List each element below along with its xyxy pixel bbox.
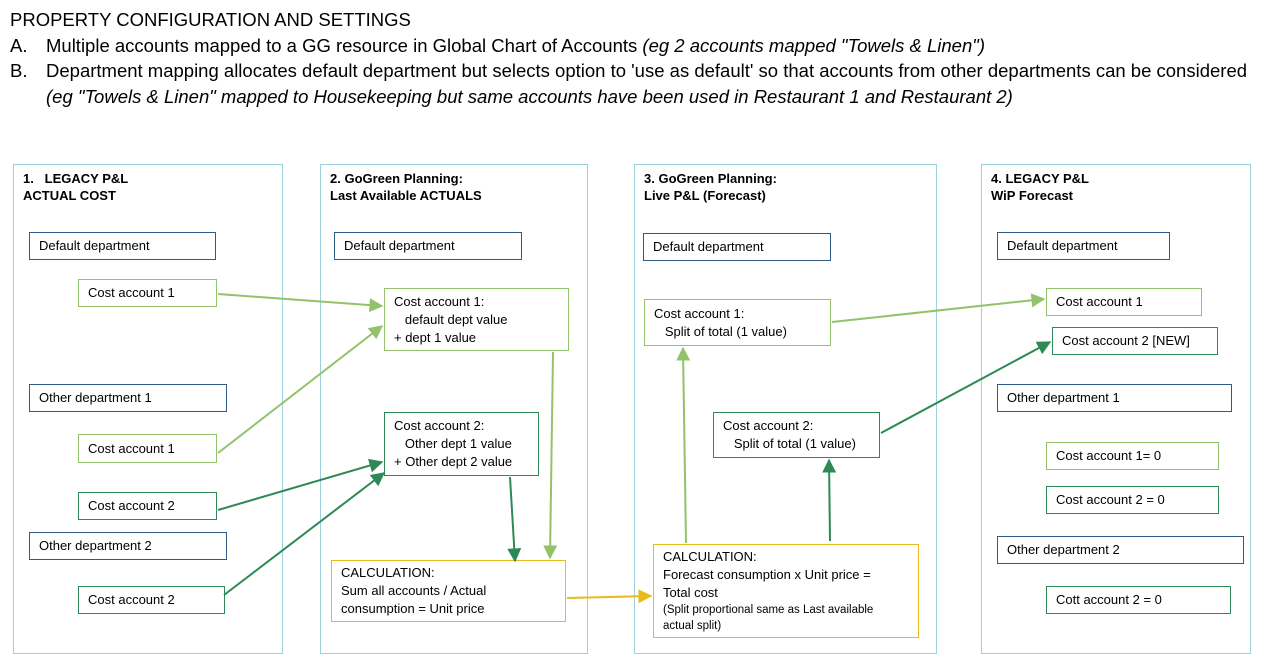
- c4-od1-cost-account-1: Cost account 1= 0: [1046, 442, 1219, 470]
- arrow-c1-od1-cost2-to-c2-cost2: [217, 458, 384, 511]
- c3-cost-account-2: Cost account 2: Split of total (1 value): [713, 412, 880, 458]
- c4-od2-cost-account-2: Cott account 2 = 0: [1046, 586, 1231, 614]
- c3-cost-account-1: Cost account 1: Split of total (1 value): [644, 299, 831, 346]
- column-1-title: 1. LEGACY P&L ACTUAL COST: [23, 171, 129, 203]
- arrow-c2-cost2-to-c2-calc: [507, 476, 522, 563]
- column-3-title: 3. GoGreen Planning: Live P&L (Forecast): [644, 171, 777, 203]
- column-4-title: 4. LEGACY P&L WiP Forecast: [991, 171, 1090, 203]
- arrow-c1-cost1-to-c2-cost1: [217, 293, 384, 313]
- column-last-available-actuals: [320, 164, 588, 654]
- column-2-title: 2. GoGreen Planning: Last Available ACTU…: [330, 171, 482, 203]
- header-item-b-marker: B.: [10, 60, 28, 81]
- header-item-b-note: (eg "Towels & Linen" mapped to Housekeep…: [46, 85, 1013, 107]
- header-item-a: A. Multiple accounts mapped to a GG resou…: [10, 33, 1275, 59]
- c1-od1-cost-account-1: Cost account 1: [78, 434, 217, 463]
- header-item-a-text: Multiple accounts mapped to a GG resourc…: [46, 34, 643, 56]
- c1-cost-account-1: Cost account 1: [78, 279, 217, 307]
- arrow-c3-cost1-to-c4-cost1: [831, 293, 1046, 323]
- arrow-c3-calc-to-c3-cost2: [822, 458, 837, 542]
- c3-calculation-note: (Split proportional same as Last availab…: [663, 604, 874, 632]
- c4-cost-account-2-new: Cost account 2 [NEW]: [1052, 327, 1218, 355]
- c2-cost-account-1: Cost account 1: default dept value + dep…: [384, 288, 569, 351]
- c1-other-department-2: Other department 2: [29, 532, 227, 560]
- c2-calculation: CALCULATION: Sum all accounts / Actual c…: [331, 560, 566, 622]
- c4-default-department: Default department: [997, 232, 1170, 260]
- page-title: PROPERTY CONFIGURATION AND SETTINGS: [10, 9, 411, 30]
- arrow-c1-od1-cost1-to-c2-cost1: [217, 325, 384, 454]
- header-item-b: B. Department mapping allocates default d…: [10, 58, 1275, 109]
- arrow-c3-calc-to-c3-cost1: [676, 346, 691, 544]
- arrow-c2-calc-to-c3-calc: [566, 589, 653, 604]
- column-live-forecast: [634, 164, 937, 654]
- arrow-c3-cost2-to-c4-cost2: [880, 341, 1052, 434]
- column-legacy-actual: [13, 164, 283, 654]
- header-item-a-note: (eg 2 accounts mapped "Towels & Linen"): [642, 34, 985, 56]
- column-legacy-wip-forecast: [981, 164, 1251, 654]
- header-item-a-marker: A.: [10, 34, 28, 56]
- c1-od2-cost-account-2: Cost account 2: [78, 586, 225, 614]
- arrow-c1-od2-cost2-to-c2-cost2: [223, 472, 386, 596]
- arrow-c2-cost1-to-c2-calc: [543, 351, 558, 560]
- c4-cost-account-1: Cost account 1: [1046, 288, 1202, 316]
- header: PROPERTY CONFIGURATION AND SETTINGS A. Mu…: [10, 7, 1275, 109]
- header-item-b-text: Department mapping allocates default dep…: [46, 60, 1248, 81]
- c4-od1-cost-account-2: Cost account 2 = 0: [1046, 486, 1219, 514]
- c1-other-department-1: Other department 1: [29, 384, 227, 412]
- c3-calculation: CALCULATION: Forecast consumption x Unit…: [653, 544, 919, 638]
- c3-default-department: Default department: [643, 233, 831, 261]
- c4-other-department-1: Other department 1: [997, 384, 1232, 412]
- c2-default-department: Default department: [334, 232, 522, 260]
- c3-calculation-main: CALCULATION: Forecast consumption x Unit…: [663, 549, 871, 600]
- c1-default-department: Default department: [29, 232, 216, 260]
- c2-cost-account-2: Cost account 2: Other dept 1 value + Oth…: [384, 412, 539, 476]
- c4-other-department-2: Other department 2: [997, 536, 1244, 564]
- c1-od1-cost-account-2: Cost account 2: [78, 492, 217, 520]
